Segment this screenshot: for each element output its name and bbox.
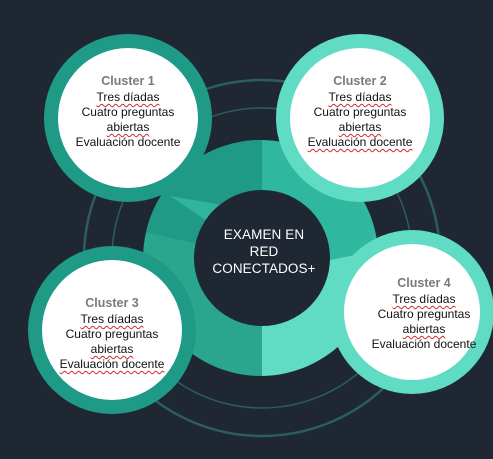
cluster-1-title: Cluster 1 (101, 74, 155, 88)
cluster-3-line-3: abiertas (90, 342, 134, 356)
center-label-line-2: RED (249, 244, 279, 259)
cluster-3-disc (42, 260, 182, 400)
cluster-4-line-4: Evaluación docente (371, 337, 477, 351)
cluster-3-title: Cluster 3 (85, 296, 139, 310)
cluster-1-line-4: Evaluación docente (75, 135, 181, 149)
center-circle (194, 190, 330, 326)
center-label-line-3: CONECTADOS+ (212, 261, 316, 276)
center-label: EXAMEN EN RED CONECTADOS+ (196, 226, 332, 277)
center-label-line-1: EXAMEN EN (223, 227, 305, 242)
cluster-1-text: Cluster 1 Tres díadas Cuatro preguntas a… (48, 74, 208, 150)
cluster-4-text: Cluster 4 Tres díadas Cuatro preguntas a… (344, 276, 493, 352)
cluster-4-line-1: Tres díadas (392, 292, 456, 306)
cluster-1-line-2: Cuatro preguntas (81, 105, 175, 119)
cluster-2-line-1: Tres díadas (328, 90, 392, 104)
cluster-2-disc (290, 48, 430, 188)
cluster-1-line-3: abiertas (106, 120, 150, 134)
cluster-4-title: Cluster 4 (397, 276, 451, 290)
cluster-4-disc (344, 244, 480, 380)
cluster-1-disc (58, 48, 198, 188)
cluster-2-title: Cluster 2 (333, 74, 387, 88)
cluster-3-text: Cluster 3 Tres díadas Cuatro preguntas a… (32, 296, 192, 372)
cluster-3-line-4: Evaluación docente (59, 357, 165, 371)
cluster-3-line-2: Cuatro preguntas (65, 327, 159, 341)
cluster-4-line-2: Cuatro preguntas (377, 307, 471, 321)
cluster-2-line-3: abiertas (338, 120, 382, 134)
cluster-2-text: Cluster 2 Tres díadas Cuatro preguntas a… (280, 74, 440, 150)
cluster-2-line-2: Cuatro preguntas (313, 105, 407, 119)
cluster-3-line-1: Tres díadas (80, 312, 144, 326)
cluster-2-line-4: Evaluación docente (307, 135, 413, 149)
cluster-1-line-1: Tres díadas (96, 90, 160, 104)
cluster-4-line-3: abiertas (402, 322, 446, 336)
